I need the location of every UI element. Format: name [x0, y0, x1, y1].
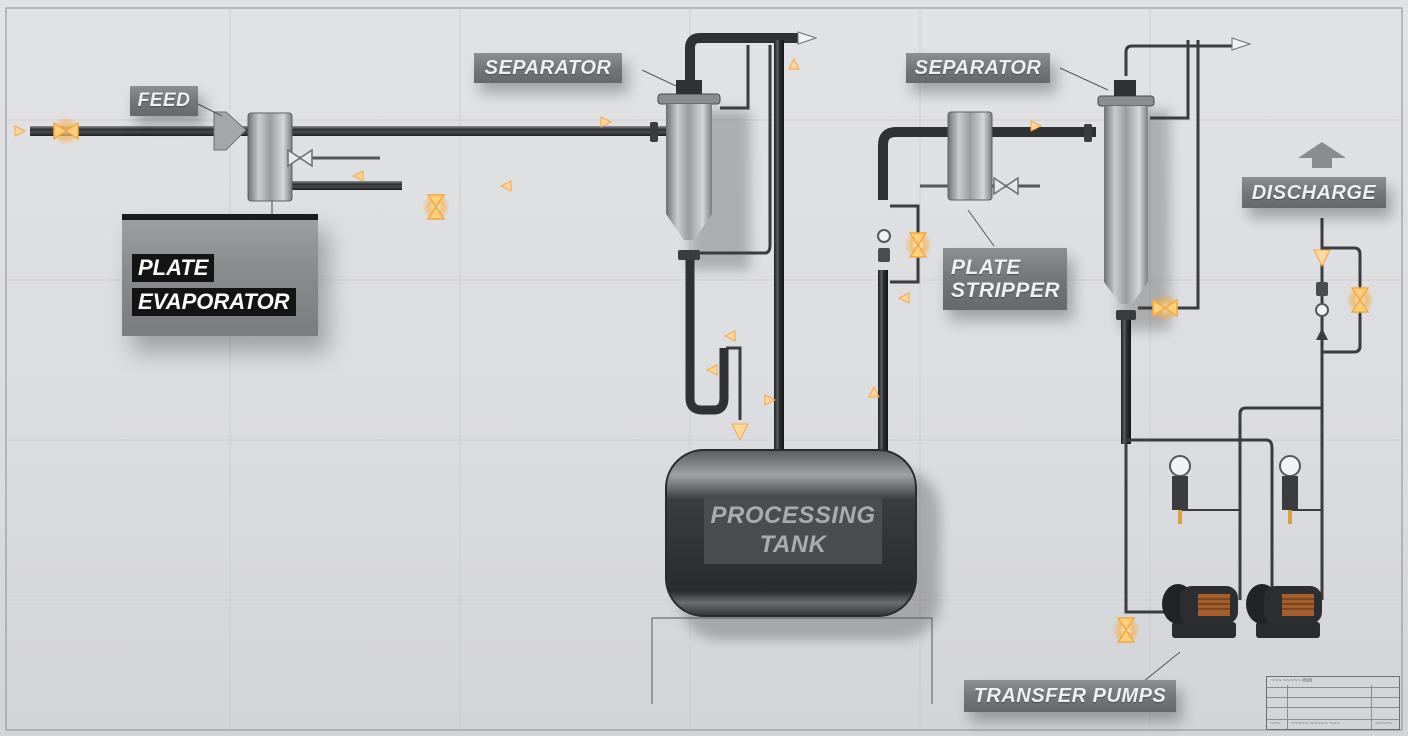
plate-evaporator-unit[interactable]: PLATE EVAPORATOR — [122, 214, 318, 336]
valve-icon — [422, 193, 450, 221]
drawing-title-block: ~~~ ~~~~~ mm ~~~ ~~~~~ ~~~~~ ~~~ ~~~~~ — [1266, 676, 1400, 730]
separator-1-overhead-pipe — [685, 33, 800, 96]
valve-icon — [1151, 294, 1179, 322]
flow-gauge-icon — [877, 229, 1329, 317]
separator-1-label: SEPARATOR — [474, 53, 622, 83]
processing-tank-label-line2: TANK — [759, 531, 827, 558]
plate-stripper-label: PLATE STRIPPER — [943, 248, 1067, 310]
title-block-header: ~~~ ~~~~~ mm — [1271, 678, 1313, 684]
separator-2-vessel[interactable] — [1059, 67, 1155, 320]
flow-direction-arrow-icon — [1313, 249, 1331, 268]
flow-direction-arrow-icon — [351, 170, 364, 182]
vapor-outlet-arrow-icon — [797, 31, 818, 45]
valve-icon — [904, 231, 932, 259]
vapor-outlet-arrow-icon — [1231, 37, 1252, 51]
processing-tank-label-line1: PROCESSING — [710, 502, 876, 530]
tank-support-frame — [651, 617, 933, 704]
flow-direction-arrow-icon — [1030, 120, 1043, 132]
processing-tank-label: PROCESSING TANK — [704, 498, 882, 564]
pipe-network — [30, 33, 1362, 614]
feed-direction-arrow-icon — [213, 111, 247, 151]
title-block-footer-right: ~~~~~ — [1375, 721, 1393, 727]
separator-2-bottom-pipe — [1121, 318, 1131, 444]
discharge-label: DISCHARGE — [1242, 177, 1386, 208]
title-block-footer-left: ~~~ — [1270, 721, 1281, 727]
transfer-pumps-label: TRANSFER PUMPS — [964, 680, 1176, 712]
flow-direction-arrow-icon — [705, 364, 718, 376]
transfer-pump-2[interactable] — [1246, 584, 1322, 638]
pressure-gauge-icon — [1169, 455, 1191, 524]
flow-direction-arrow-icon — [731, 423, 749, 442]
valve-icon — [993, 176, 1019, 196]
valve-icon — [1346, 286, 1374, 314]
flow-direction-arrow-icon — [600, 116, 613, 128]
flow-direction-arrow-icon — [499, 180, 512, 192]
pressure-gauge-icon — [1279, 455, 1301, 524]
plate-stripper-exchanger[interactable] — [947, 111, 995, 247]
evaporator-return-pipe — [292, 181, 402, 190]
title-block-footer-mid: ~~~~~ ~~~~~ ~~~ — [1291, 721, 1340, 727]
discharge-arrow-up-icon — [1298, 142, 1346, 168]
vapor-riser-pipe — [774, 40, 784, 452]
feed-pipe — [30, 126, 250, 136]
flow-direction-arrow-icon — [788, 57, 800, 70]
plate-evaporator-label-line1: PLATE — [132, 254, 215, 282]
separator-1-vessel[interactable] — [641, 69, 721, 260]
plate-evaporator-label-line2: EVAPORATOR — [132, 288, 296, 316]
flow-direction-arrow-icon — [868, 385, 880, 398]
flow-direction-arrow-icon — [14, 125, 27, 137]
processing-tank[interactable] — [651, 449, 933, 704]
tank-outlet-riser-pipe — [878, 270, 888, 452]
flow-direction-arrow-icon — [764, 394, 777, 406]
stripper-feed-pipe — [878, 127, 1096, 200]
valve-icon — [1112, 616, 1140, 644]
flow-direction-arrow-icon — [723, 330, 736, 342]
feed-label: FEED — [130, 86, 198, 116]
transfer-pump-1[interactable] — [1162, 584, 1238, 638]
flow-markers — [14, 57, 1331, 442]
control-valves — [52, 117, 1374, 644]
plate-stripper-label-line1: PLATE — [951, 255, 1021, 279]
evaporator-to-separator-pipe — [292, 126, 668, 136]
valve-icon — [52, 117, 80, 145]
valve-icon — [287, 148, 313, 168]
flow-direction-arrow-icon — [897, 292, 910, 304]
separator-1-u-leg-pipe — [685, 260, 729, 415]
plate-stripper-label-line2: STRIPPER — [951, 279, 1061, 302]
separator-2-label: SEPARATOR — [906, 53, 1050, 83]
